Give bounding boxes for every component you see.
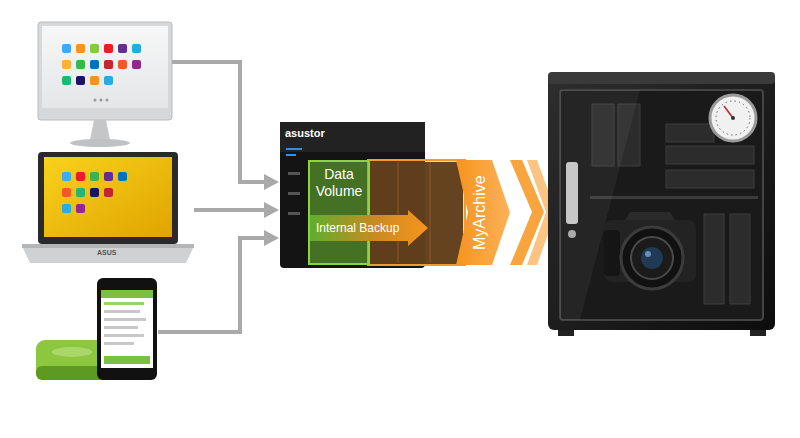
- chevron-shape: [456, 160, 510, 265]
- dry-cabinet: [548, 72, 775, 336]
- front-button: [288, 192, 300, 195]
- brand-mark: ASUS: [97, 249, 116, 256]
- front-button: [288, 172, 300, 175]
- tablet: [97, 278, 157, 380]
- laptop: [22, 152, 194, 263]
- front-button: [288, 212, 300, 215]
- status-led: [286, 154, 296, 156]
- data-volume-box: Data Volume: [308, 160, 370, 265]
- brand-logo: asustor: [285, 127, 325, 139]
- myarchive-band: MyArchive: [456, 160, 510, 265]
- nas-device: Data VolumeInternal Backup asustor: [280, 122, 425, 268]
- device-wire: [158, 62, 266, 332]
- nas-top-panel: [280, 122, 425, 152]
- backup-label: Internal Backup: [316, 221, 399, 235]
- internal-backup-arrow: Internal Backup: [310, 210, 428, 246]
- arrow-body: [310, 210, 428, 246]
- volume-label: Data Volume: [314, 166, 364, 200]
- wire-arrowhead: [264, 174, 279, 246]
- archive-region: [368, 160, 465, 265]
- archive-label: MyArchive: [471, 175, 489, 250]
- bay-divider: [398, 162, 399, 263]
- bay-divider: [430, 162, 431, 263]
- desktop-monitor: [38, 22, 172, 147]
- status-led: [286, 148, 302, 150]
